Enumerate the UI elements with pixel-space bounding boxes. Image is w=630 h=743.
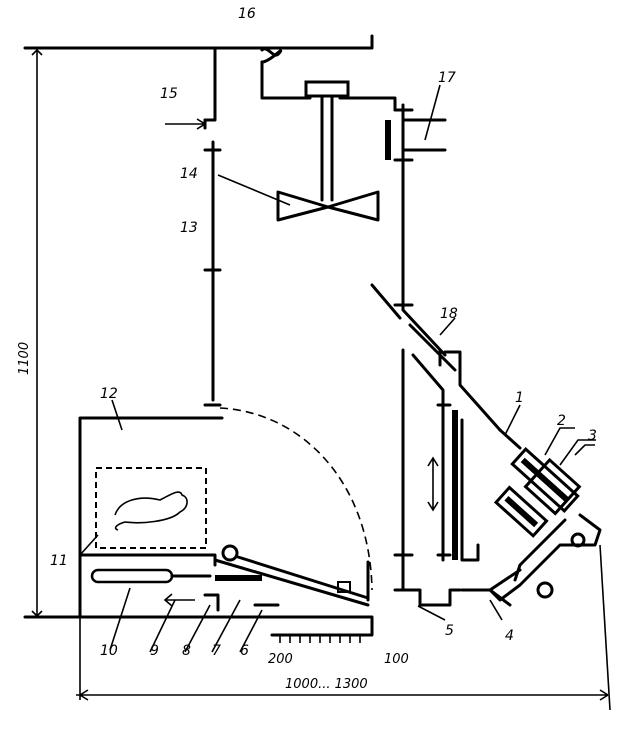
mouse-icon <box>114 491 188 531</box>
label-18: 18 <box>440 306 458 322</box>
width-dimension: 1000... 1300 <box>285 677 368 692</box>
label-15: 15 <box>160 86 178 102</box>
fan-impeller <box>276 190 380 222</box>
label-12: 12 <box>100 386 118 402</box>
label-6: 6 <box>240 643 249 659</box>
label-4: 4 <box>505 628 514 644</box>
fan-motor <box>304 80 350 98</box>
label-17: 17 <box>438 70 456 86</box>
label-8: 8 <box>182 643 191 659</box>
label-11: 11 <box>50 553 68 569</box>
scale-right-label: 100 <box>384 652 409 667</box>
height-dimension: 1100 <box>17 342 32 375</box>
cage-box <box>23 416 374 619</box>
label-13: 13 <box>180 220 198 236</box>
width-dimension-line <box>76 560 609 701</box>
label-9: 9 <box>150 643 159 659</box>
label-2: 2 <box>557 413 566 429</box>
scale-left-label: 200 <box>268 652 293 667</box>
label-14: 14 <box>180 166 198 182</box>
animal-cage <box>95 467 207 549</box>
ceiling-line <box>23 34 374 50</box>
label-3: 3 <box>588 428 597 444</box>
chamber-left-wall <box>203 48 217 402</box>
label-10: 10 <box>100 643 118 659</box>
label-5: 5 <box>445 623 454 639</box>
label-16: 16 <box>238 6 256 22</box>
chamber-right-wall <box>401 103 447 357</box>
label-7: 7 <box>212 643 221 659</box>
scale <box>270 616 374 637</box>
spring-16 <box>260 47 283 64</box>
label-1: 1 <box>515 390 524 406</box>
